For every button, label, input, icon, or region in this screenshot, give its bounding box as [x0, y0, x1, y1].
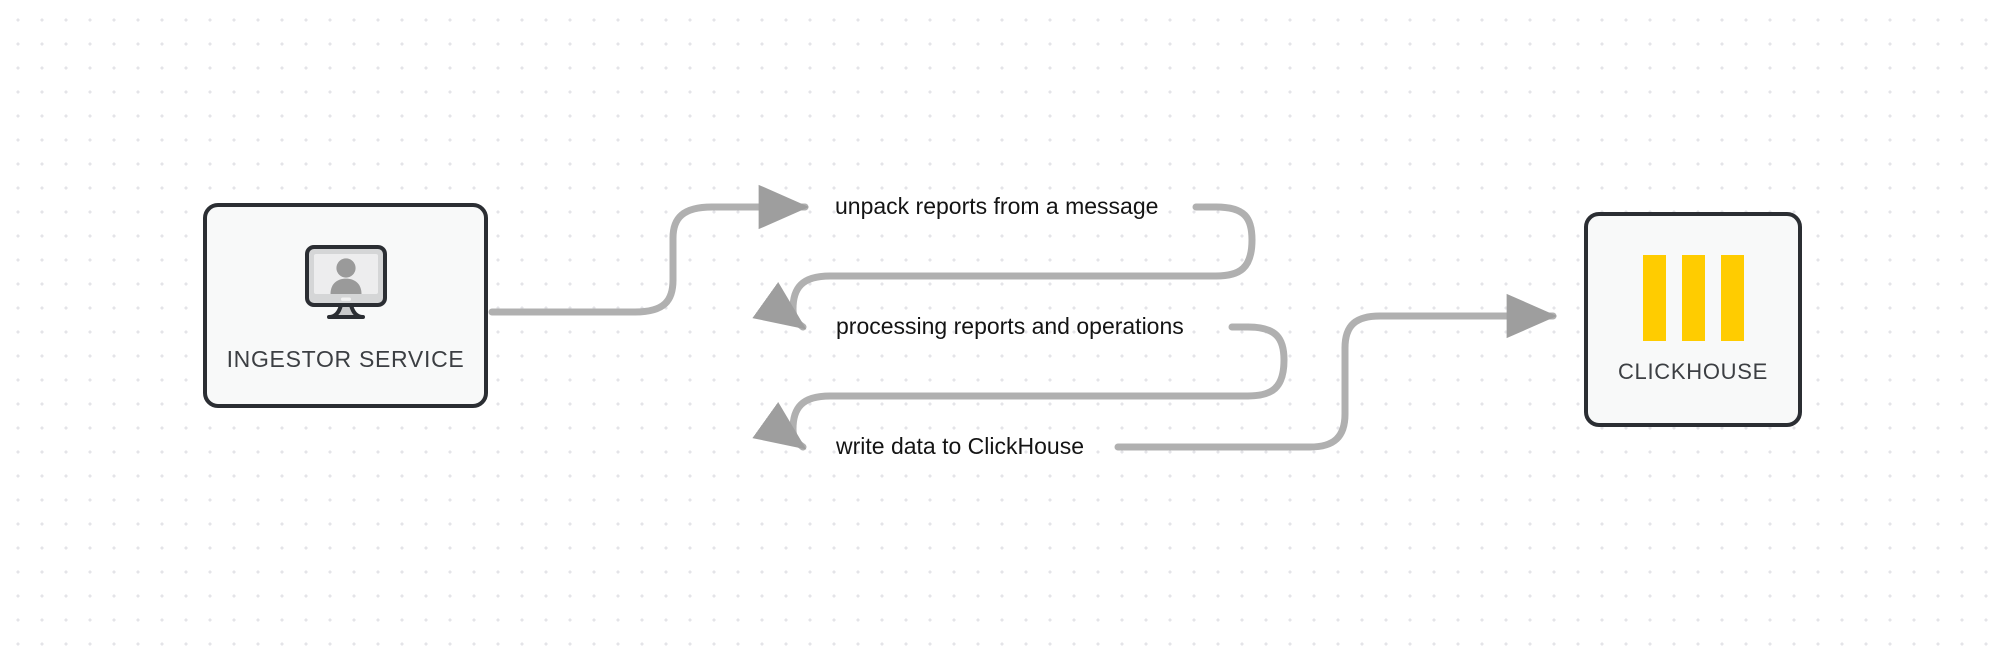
- edge-label-unpack-reports: unpack reports from a message: [835, 193, 1159, 219]
- edge-segment-ingestor-to-unpack: [488, 184, 810, 316]
- node-ingestor-service-label: INGESTOR SERVICE: [226, 345, 465, 372]
- edge-segment-unpack-to-processing: [752, 203, 1256, 331]
- node-ingestor-service[interactable]: INGESTOR SERVICE: [203, 203, 488, 408]
- node-clickhouse[interactable]: CLICKHOUSE: [1584, 212, 1802, 427]
- edge-segment-processing-to-write: [752, 323, 1288, 451]
- node-clickhouse-label: CLICKHOUSE: [1617, 358, 1769, 384]
- edge-label-write-data: write data to ClickHouse: [836, 433, 1084, 459]
- clickhouse-bar-1: [1642, 254, 1666, 341]
- clickhouse-bar-3: [1720, 254, 1744, 341]
- desktop-user-monitor-icon: [299, 243, 393, 330]
- edge-label-processing-reports: processing reports and operations: [836, 313, 1184, 339]
- clickhouse-bars-icon: [1642, 254, 1744, 341]
- clickhouse-bar-2: [1681, 254, 1705, 341]
